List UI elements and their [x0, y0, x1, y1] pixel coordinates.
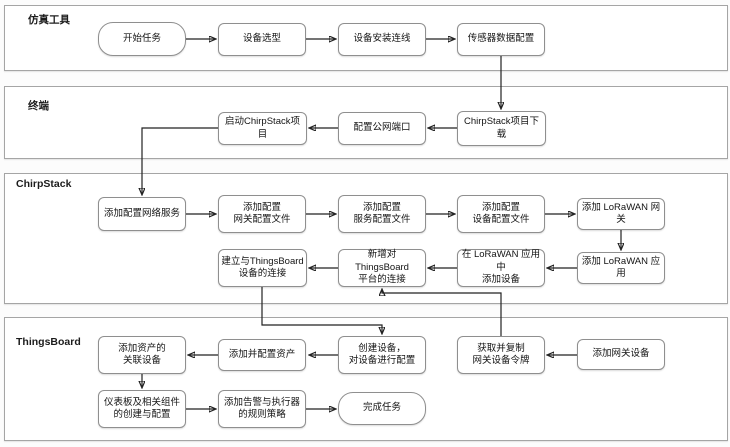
- node-start-task: 开始任务: [98, 22, 186, 56]
- node-add-lorawan-app: 添加 LoRaWAN 应用: [577, 252, 665, 284]
- swimlane-label-simulation-tools: 仿真工具: [28, 14, 70, 26]
- node-alarm-actuator-rules: 添加告警与执行器 的规则策略: [218, 390, 306, 428]
- node-add-lorawan-gateway: 添加 LoRaWAN 网关: [577, 198, 665, 230]
- node-device-select: 设备选型: [218, 23, 306, 56]
- node-chirpstack-download: ChirpStack项目下载: [457, 111, 546, 146]
- node-gateway-config-file: 添加配置 网关配置文件: [218, 195, 306, 233]
- node-service-config-file: 添加配置 服务配置文件: [338, 195, 426, 233]
- node-launch-chirpstack: 启动ChirpStack项目: [218, 112, 307, 145]
- node-add-network-service: 添加配置网络服务: [98, 197, 186, 231]
- node-add-device-in-app: 在 LoRaWAN 应用中 添加设备: [457, 249, 545, 287]
- node-finish-task: 完成任务: [338, 392, 426, 425]
- node-add-configure-asset: 添加并配置资产: [218, 339, 306, 371]
- swimlane-label-thingsboard: ThingsBoard: [16, 336, 81, 348]
- node-establish-tb-device: 建立与ThingsBoard 设备的连接: [218, 249, 307, 287]
- node-copy-gateway-token: 获取并复制 网关设备令牌: [457, 336, 545, 374]
- node-device-config-file: 添加配置 设备配置文件: [457, 195, 545, 233]
- node-new-tb-connection: 新增对ThingsBoard 平台的连接: [338, 249, 426, 287]
- node-config-public-port: 配置公网端口: [338, 112, 426, 145]
- node-add-gateway-device: 添加网关设备: [577, 339, 665, 370]
- swimlane-label-terminal: 终端: [28, 100, 49, 112]
- node-create-device: 创建设备， 对设备进行配置: [338, 336, 426, 374]
- swimlane-label-chirpstack: ChirpStack: [16, 178, 72, 190]
- node-asset-related-device: 添加资产的 关联设备: [98, 336, 186, 374]
- node-dashboard-components: 仪表板及相关组件 的创建与配置: [98, 390, 186, 428]
- node-device-install-wiring: 设备安装连线: [338, 23, 426, 56]
- node-sensor-data-config: 传感器数据配置: [457, 23, 545, 56]
